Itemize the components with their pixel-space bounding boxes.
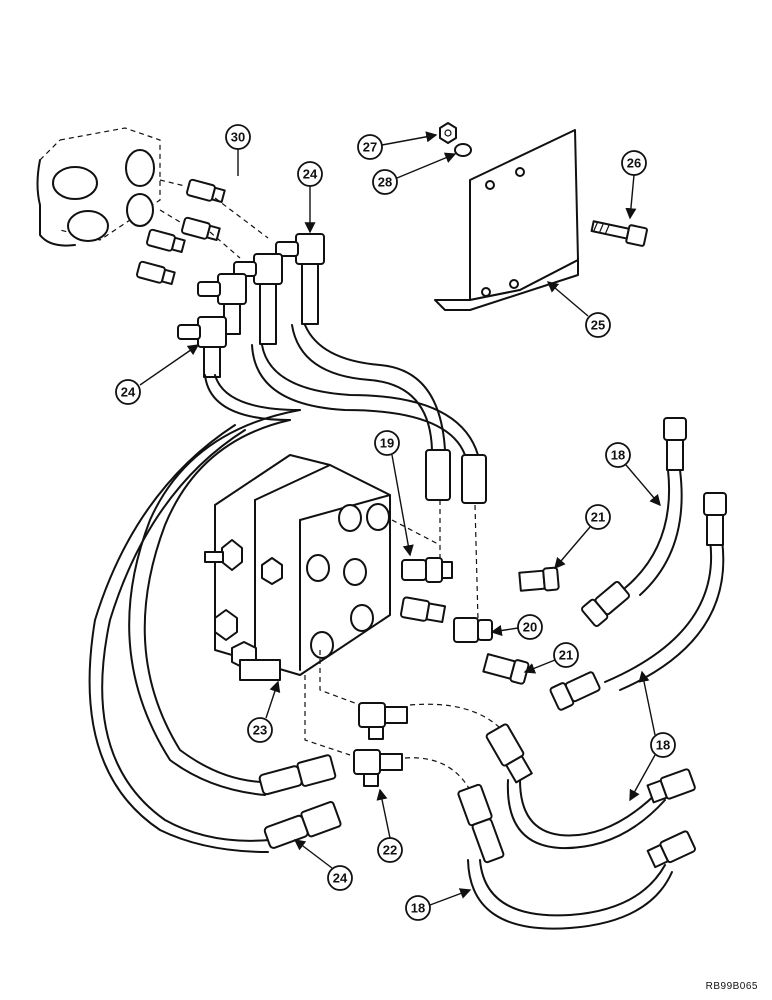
- svg-text:21: 21: [559, 648, 573, 663]
- callout-20: 20: [490, 614, 543, 640]
- tee-fittings: [304, 650, 501, 791]
- callout-28: 28: [372, 152, 457, 195]
- quick-coupler-block: [36, 127, 161, 247]
- svg-text:26: 26: [627, 156, 641, 171]
- elbow-fittings-top: [177, 197, 325, 378]
- callout-23: 23: [247, 680, 281, 743]
- svg-text:22: 22: [383, 843, 397, 858]
- callout-30: 30: [225, 124, 251, 176]
- figure-code: RB99B065: [705, 981, 758, 992]
- callout-19: 19: [374, 430, 414, 557]
- control-valve: [204, 454, 391, 681]
- long-hoses-left: [88, 409, 342, 853]
- svg-text:18: 18: [656, 738, 670, 753]
- callout-18-mid: 18: [629, 670, 676, 802]
- callout-27: 27: [357, 131, 438, 160]
- callout-24-top: 24: [297, 161, 323, 234]
- valve-fittings: [391, 500, 560, 685]
- svg-text:21: 21: [591, 510, 605, 525]
- svg-text:23: 23: [253, 723, 267, 738]
- svg-text:25: 25: [591, 318, 605, 333]
- callout-25: 25: [546, 281, 611, 338]
- right-hoses: [457, 417, 727, 930]
- svg-text:18: 18: [411, 901, 425, 916]
- callout-21-mid: 21: [523, 642, 579, 674]
- callouts: 30 24 24 24 27 28 26 25: [115, 124, 676, 921]
- svg-text:28: 28: [378, 175, 392, 190]
- svg-text:20: 20: [523, 620, 537, 635]
- callout-18-bottom: 18: [405, 888, 472, 921]
- svg-text:27: 27: [363, 140, 377, 155]
- callout-26: 26: [621, 150, 647, 220]
- nut-washer-bolt: [439, 122, 648, 247]
- callout-18-top: 18: [605, 442, 661, 507]
- upper-hoses: [204, 324, 487, 504]
- svg-text:24: 24: [303, 167, 318, 182]
- svg-text:30: 30: [231, 130, 245, 145]
- svg-text:19: 19: [380, 436, 394, 451]
- svg-text:24: 24: [121, 385, 136, 400]
- adapter-fittings: [136, 178, 226, 286]
- svg-text:18: 18: [611, 448, 625, 463]
- svg-text:24: 24: [333, 871, 348, 886]
- callout-22: 22: [376, 788, 403, 863]
- callout-24-bottom: 24: [293, 839, 353, 891]
- callout-21-top: 21: [554, 504, 611, 570]
- mounting-bracket: [434, 129, 579, 311]
- callout-24-left: 24: [115, 344, 200, 405]
